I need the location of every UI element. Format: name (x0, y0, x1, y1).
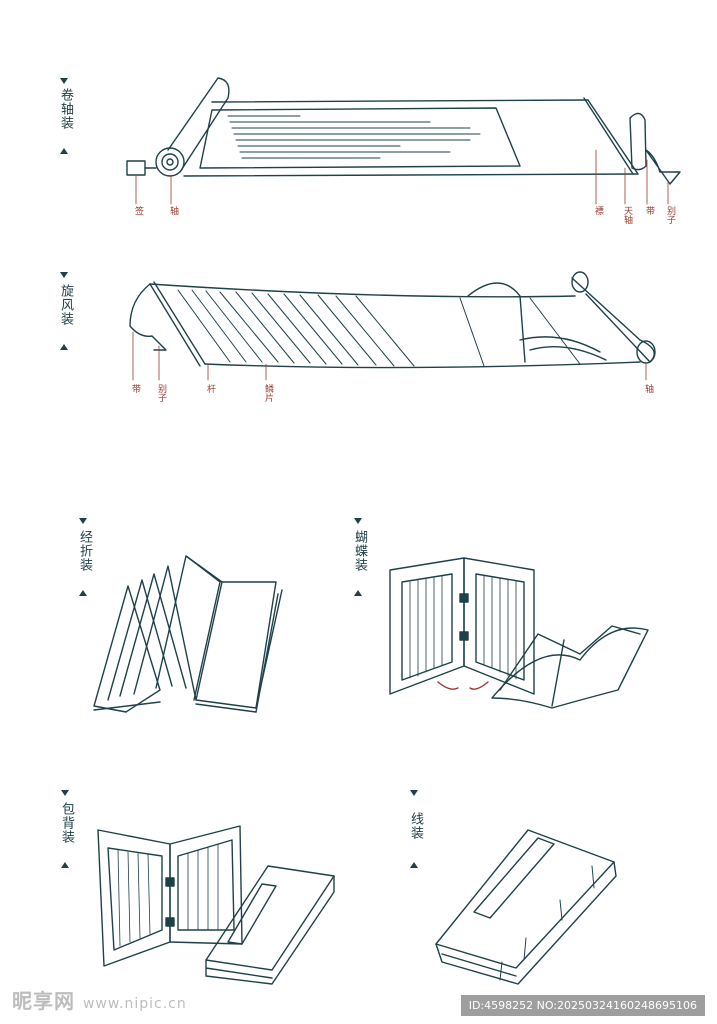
thread-bound-illustration (435, 829, 617, 985)
part-label: 天轴 (622, 206, 632, 224)
title-marker-icon (354, 518, 362, 524)
title-marker-icon (61, 790, 69, 796)
title-marker-icon (60, 148, 68, 154)
title-marker-icon (61, 862, 69, 868)
part-label: 带 (130, 384, 140, 393)
butterfly-illustration (389, 557, 649, 709)
title-marker-icon (60, 272, 68, 278)
title-marker-icon (79, 590, 87, 596)
whirlwind-illustration (129, 271, 656, 381)
part-label: 鳞片 (263, 384, 273, 402)
butterfly-title: 蝴蝶装 (352, 530, 367, 572)
scroll-illustration (126, 77, 681, 205)
part-label: 轴 (643, 384, 653, 393)
title-marker-icon (410, 790, 418, 796)
watermark-logo: 昵享网 www.nipic.cn (12, 985, 187, 1014)
wrapped-title: 包背装 (59, 802, 74, 844)
part-label: 别子 (156, 384, 166, 402)
watermark-text: 昵享网 (12, 989, 75, 1013)
part-label: 轴 (168, 206, 178, 215)
sutra-fold-illustration (93, 555, 283, 713)
watermark-url: www.nipic.cn (82, 996, 187, 1012)
title-marker-icon (79, 518, 87, 524)
sutra-title: 经折装 (77, 530, 92, 572)
part-label: 签 (133, 206, 143, 215)
thread-title: 线装 (408, 812, 423, 840)
title-marker-icon (354, 590, 362, 596)
image-id-badge: ID:4598252 NO:20250324160248695106 (460, 995, 705, 1016)
footer: 昵享网 www.nipic.cn ID:4598252 NO:202503241… (0, 988, 717, 1024)
title-marker-icon (60, 78, 68, 84)
scroll-title: 卷轴装 (58, 88, 73, 130)
title-marker-icon (60, 344, 68, 350)
title-marker-icon (410, 862, 418, 868)
part-label: 褾 (593, 206, 603, 215)
wrapped-back-illustration (97, 825, 335, 985)
part-label: 别子 (665, 206, 675, 224)
part-label: 带 (644, 206, 654, 215)
whirlwind-title: 旋风装 (58, 284, 73, 326)
part-label: 杆 (205, 384, 215, 393)
